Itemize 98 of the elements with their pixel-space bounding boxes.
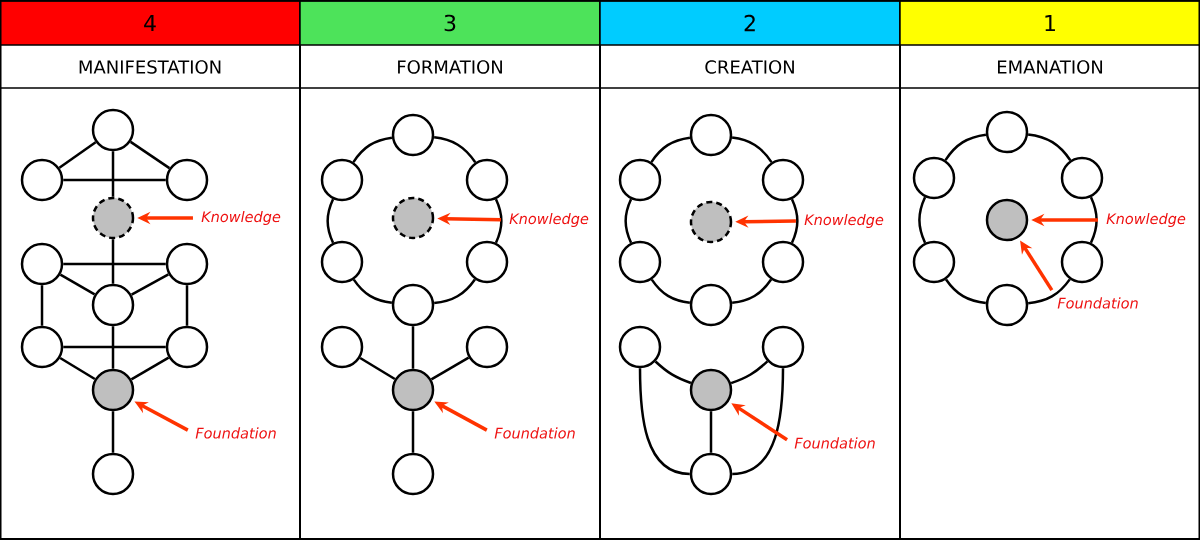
connector-line <box>130 356 170 381</box>
circle <box>20 242 64 286</box>
connector-line <box>430 356 470 381</box>
connector-line <box>326 198 335 244</box>
connector-line <box>129 140 171 170</box>
circle <box>618 240 662 284</box>
connector-line <box>63 345 166 349</box>
circle <box>689 200 733 244</box>
annotation-label: Foundation <box>195 427 276 439</box>
connector-line <box>352 278 393 304</box>
connector-line <box>654 360 692 385</box>
annotation-label: Knowledge <box>1106 212 1186 227</box>
connector-line <box>624 198 633 244</box>
heading: FORMATION <box>398 60 502 74</box>
connector-line <box>59 273 96 296</box>
circle <box>20 325 64 369</box>
connector-line <box>790 198 799 244</box>
connector-line <box>59 356 96 381</box>
connector-line <box>185 285 189 326</box>
connector-line <box>1089 196 1098 244</box>
annotation-label: Knowledge <box>804 213 884 228</box>
circle <box>391 283 435 327</box>
connector-line <box>1027 133 1072 161</box>
annotation-label: Foundation <box>1057 297 1138 309</box>
circle <box>20 158 64 202</box>
circle <box>761 240 805 284</box>
circle <box>91 196 135 240</box>
connector-line <box>63 178 166 182</box>
circle <box>91 108 135 152</box>
circle <box>165 158 209 202</box>
circle <box>320 158 364 202</box>
circle <box>465 240 509 284</box>
connector-line <box>352 136 393 163</box>
circle <box>1060 240 1104 284</box>
heading: EMANATION <box>998 60 1102 74</box>
connector-line <box>709 411 713 453</box>
connector-line <box>411 326 415 369</box>
heading: CREATION <box>705 60 794 74</box>
annotation-label: Foundation <box>494 427 575 439</box>
connector-line <box>111 151 115 197</box>
connector-line <box>63 262 166 266</box>
circle <box>689 452 733 496</box>
header-band: 1 <box>899 0 1200 46</box>
connector-line <box>434 278 476 305</box>
connector-line <box>732 368 785 476</box>
circle <box>465 158 509 202</box>
circle <box>391 196 435 240</box>
circle <box>689 113 733 157</box>
connector-line <box>650 278 691 304</box>
connector-line <box>411 411 415 453</box>
circle <box>689 368 733 412</box>
circle <box>761 158 805 202</box>
connector-line <box>359 356 396 381</box>
circle <box>165 242 209 286</box>
connector-line <box>58 141 97 169</box>
connector-line <box>731 278 773 305</box>
connector-line <box>111 239 115 284</box>
connector-line <box>433 136 477 164</box>
connector-line <box>638 368 690 476</box>
circle <box>165 325 209 369</box>
annotation-label: Knowledge <box>201 210 281 225</box>
circle <box>320 325 364 369</box>
circle <box>761 325 805 369</box>
circle <box>618 325 662 369</box>
circle <box>985 110 1029 154</box>
annotation-label: Knowledge <box>509 212 589 227</box>
connector-line <box>111 411 115 453</box>
connector-line <box>40 285 44 326</box>
connector-line <box>944 133 987 161</box>
circle <box>320 240 364 284</box>
annotation-label: Foundation <box>794 437 875 449</box>
circle <box>91 452 135 496</box>
circle <box>91 368 135 412</box>
heading: MANIFESTATION <box>79 60 221 74</box>
circle <box>618 158 662 202</box>
connector-line <box>494 198 503 244</box>
circle <box>391 113 435 157</box>
circle <box>391 452 435 496</box>
circle <box>912 156 956 200</box>
connector-line <box>731 136 773 163</box>
connector-line <box>111 326 115 369</box>
circle <box>912 240 956 284</box>
circle <box>91 283 135 327</box>
connector-line <box>1028 278 1071 305</box>
circle <box>1060 156 1104 200</box>
connector-line <box>650 136 691 163</box>
circle <box>985 283 1029 327</box>
connector-line <box>730 360 769 385</box>
connector-line <box>945 278 986 305</box>
circle <box>465 325 509 369</box>
header-band: 3 <box>299 0 601 46</box>
circle <box>985 198 1029 242</box>
header-band: 4 <box>0 0 301 46</box>
connector-line <box>918 196 927 244</box>
header-band: 2 <box>599 0 901 46</box>
connector-line <box>131 273 170 296</box>
circle <box>689 283 733 327</box>
circle <box>391 368 435 412</box>
